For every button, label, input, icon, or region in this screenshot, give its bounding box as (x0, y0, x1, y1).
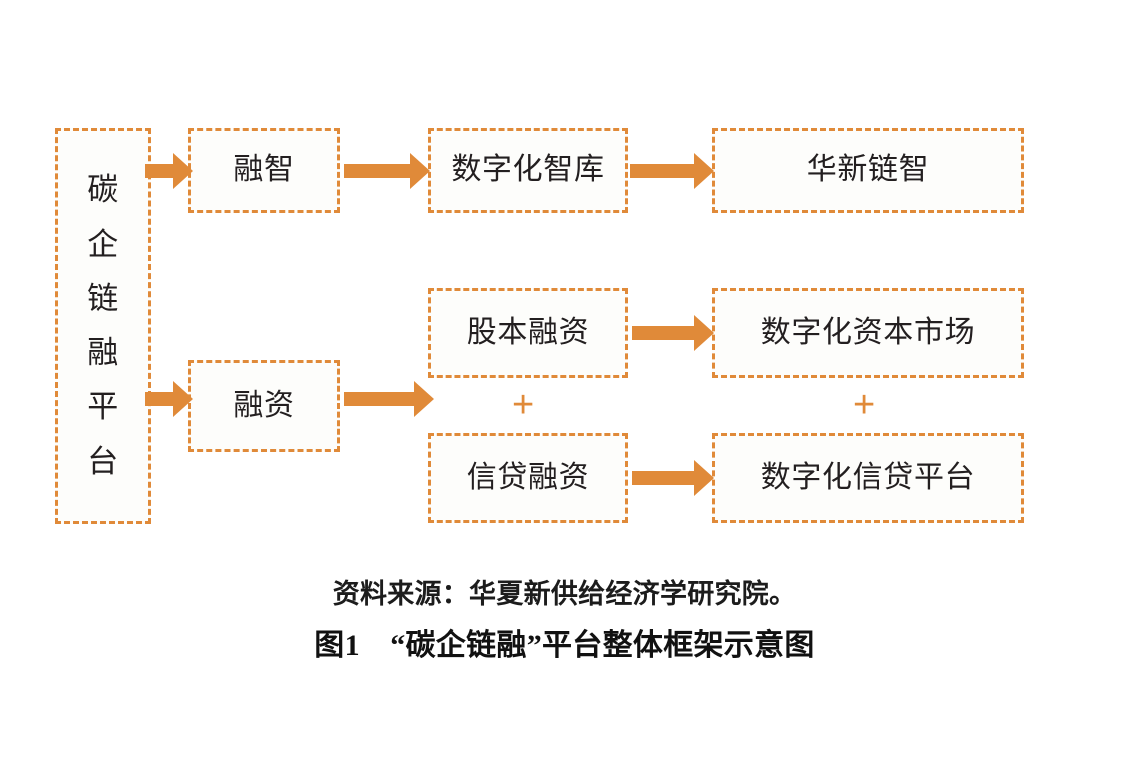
arrow-right-icon-rongzhi-to-think-tank (344, 153, 430, 189)
node-think-tank-label: 数字化智库 (451, 153, 605, 187)
caption-block: 资料来源：华夏新供给经济学研究院。 图1 “碳企链融”平台整体框架示意图 (0, 572, 1129, 664)
arrow-right-icon-think-tank-to-huaxin (630, 153, 714, 189)
node-platform-label: 碳 企 链 融 平 台 (87, 172, 119, 479)
plus-operator-right: + (853, 384, 876, 426)
arrow-right-icon-platform-to-financing (145, 381, 193, 417)
arrow-right-icon-financing-to-split (344, 381, 434, 417)
node-digital-think-tank: 数字化智库 (428, 128, 628, 213)
caption-source: 资料来源：华夏新供给经济学研究院。 (332, 579, 797, 609)
node-digital-credit-platform: 数字化信贷平台 (712, 433, 1024, 523)
node-financing: 融资 (188, 360, 340, 452)
node-rongzhi-label: 融智 (233, 153, 295, 187)
node-equity-label: 股本融资 (466, 315, 590, 349)
node-credit-label: 信贷融资 (466, 460, 590, 494)
node-rongzhi: 融智 (188, 128, 340, 213)
node-huaxin-label: 华新链智 (806, 153, 930, 187)
plus-operator-left: + (512, 384, 535, 426)
arrow-right-icon-credit-to-credit-platform (632, 460, 714, 496)
node-capital-market-label: 数字化资本市场 (760, 315, 976, 349)
node-credit-platform-label: 数字化信贷平台 (760, 460, 976, 494)
arrow-right-icon-platform-to-rongzhi (145, 153, 193, 189)
arrow-right-icon-equity-to-capital-market (632, 315, 714, 351)
node-digital-capital-market: 数字化资本市场 (712, 288, 1024, 378)
node-carbon-enterprise-chain-platform: 碳 企 链 融 平 台 (55, 128, 151, 524)
caption-title: 图1 “碳企链融”平台整体框架示意图 (314, 629, 815, 662)
node-credit-financing: 信贷融资 (428, 433, 628, 523)
node-equity-financing: 股本融资 (428, 288, 628, 378)
node-financing-label: 融资 (233, 388, 295, 422)
node-huaxin-chain-wisdom: 华新链智 (712, 128, 1024, 213)
